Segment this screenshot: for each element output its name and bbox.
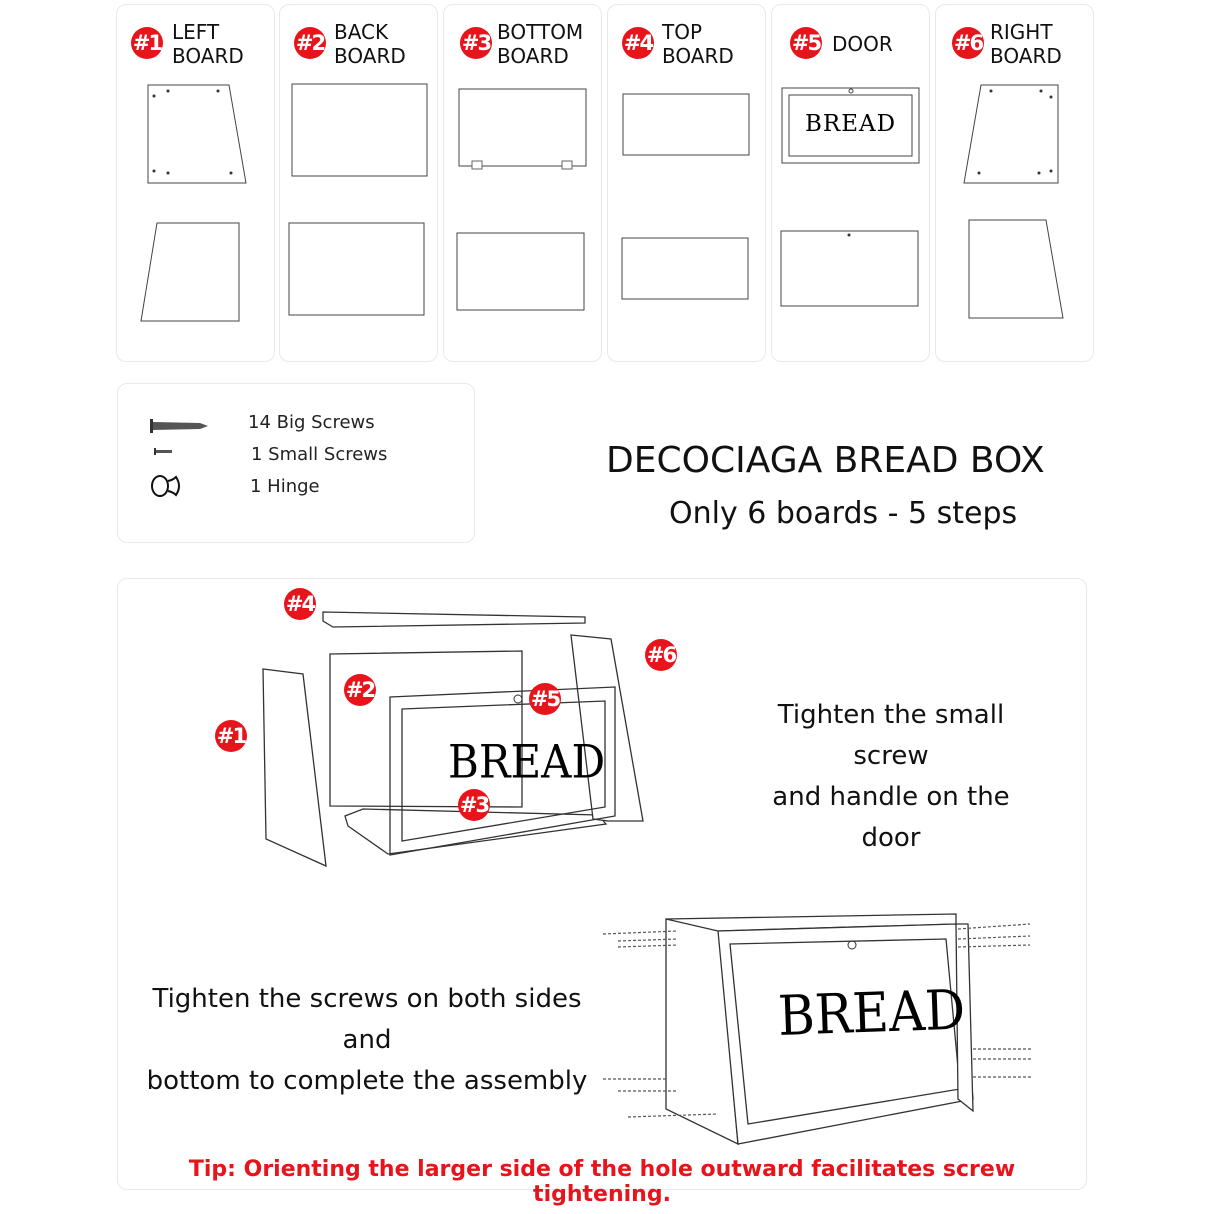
hardware-label: 1 Hinge [250,476,320,497]
badge: #1 [131,27,163,59]
top-board-drawing [621,93,750,300]
bottom-board-drawing [456,88,587,311]
hardware-label: 1 Small Screws [251,444,388,465]
badge: #4 [284,588,316,620]
page-subtitle: Only 6 boards - 5 steps [669,496,1018,531]
hardware-label: 14 Big Screws [248,412,375,433]
badge: #1 [215,720,247,752]
exploded-view-drawing [262,611,1033,1146]
badge: #6 [645,639,677,671]
badge: #2 [344,674,376,706]
hardware-card: 14 Big Screws 1 Small Screws 1 Hinge [117,383,475,543]
badge: #4 [622,27,654,59]
big-screw-icon [150,419,208,433]
page-title: DECOCIAGA BREAD BOX [606,440,1045,481]
badge: #2 [294,27,326,59]
tip-text: Tip: Orienting the larger side of the ho… [188,1157,1016,1207]
badge: #3 [458,789,490,821]
board-label: DOOR [832,32,893,56]
badge: #6 [952,27,984,59]
badge: #3 [460,27,492,59]
badge: #5 [529,683,561,715]
small-screw-icon [154,448,172,455]
door-drawing [780,87,920,307]
card-door: #5 DOOR BREAD [771,4,930,362]
back-board-drawing [288,83,428,316]
door-text: BREAD [776,977,967,1049]
hinge-icon [151,475,180,497]
left-board-drawing [140,84,247,322]
right-board-drawing [963,84,1064,319]
door-text: BREAD [448,734,606,789]
badge: #5 [790,27,822,59]
door-text: BREAD [804,111,897,137]
assembly-panel: BREAD BREAD #4 #1 #2 #3 #5 #6 Tighten th… [117,578,1087,1207]
